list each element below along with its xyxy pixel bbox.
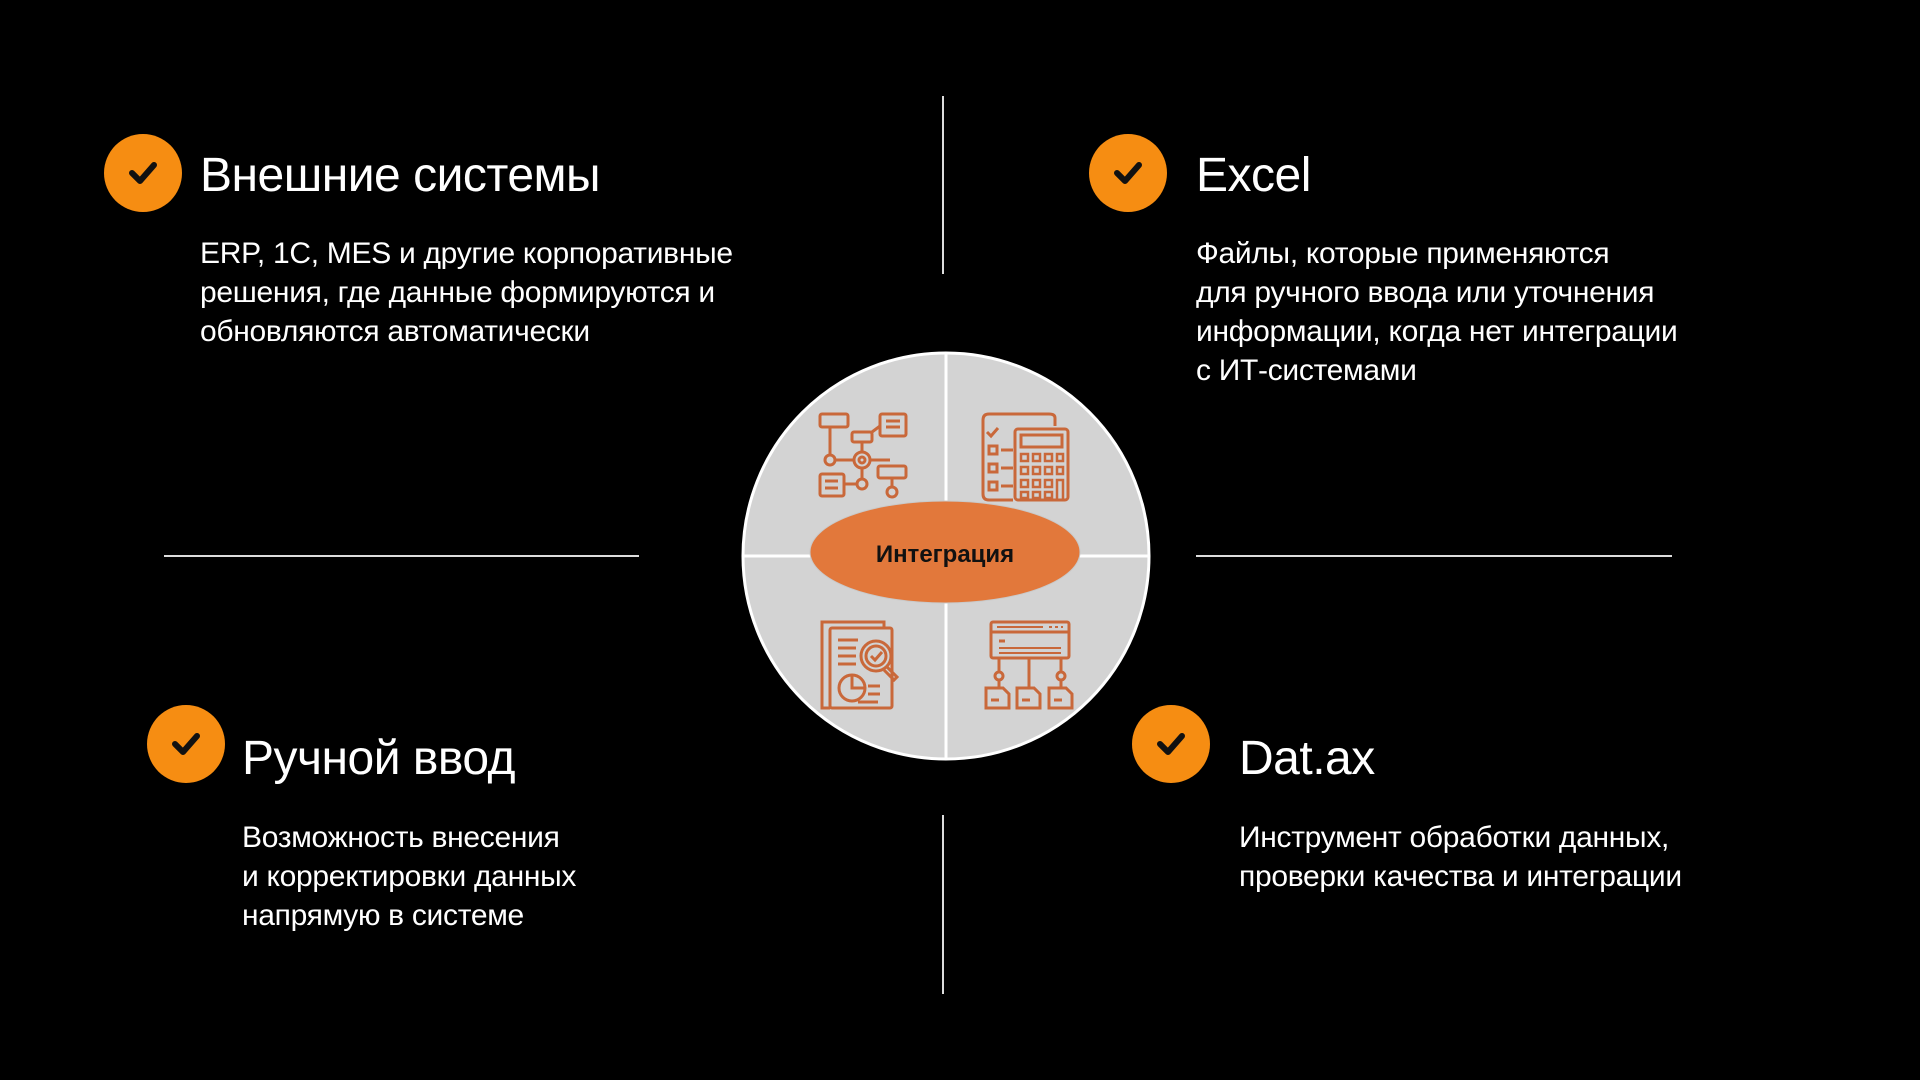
divider-right	[1196, 555, 1672, 557]
integration-diagram: Интеграция	[741, 351, 1151, 761]
check-icon	[1132, 705, 1210, 783]
item-body-manual-input: Возможность внесения и корректировки дан…	[242, 821, 577, 932]
item-title-excel: Excel	[1196, 149, 1311, 202]
item-body-datax: Инструмент обработки данных, проверки ка…	[1239, 821, 1682, 893]
center-label: Интеграция	[876, 541, 1014, 568]
divider-left	[164, 555, 639, 557]
flowchart-icon	[818, 412, 908, 499]
data-distribution-icon	[984, 620, 1074, 710]
divider-top	[942, 96, 944, 274]
item-title-manual-input: Ручной ввод	[242, 732, 515, 785]
calculator-checklist-icon	[981, 412, 1070, 502]
item-body-excel: Файлы, которые применяются для ручного в…	[1196, 237, 1678, 387]
check-icon	[104, 134, 182, 212]
check-icon	[1089, 134, 1167, 212]
divider-bottom	[942, 815, 944, 994]
check-icon	[147, 705, 225, 783]
item-body-external-systems: ERP, 1С, MES и другие корпоративные реше…	[200, 237, 733, 348]
document-search-icon	[820, 620, 900, 710]
item-title-datax: Dat.ax	[1239, 732, 1375, 785]
item-title-external-systems: Внешние системы	[200, 149, 601, 202]
